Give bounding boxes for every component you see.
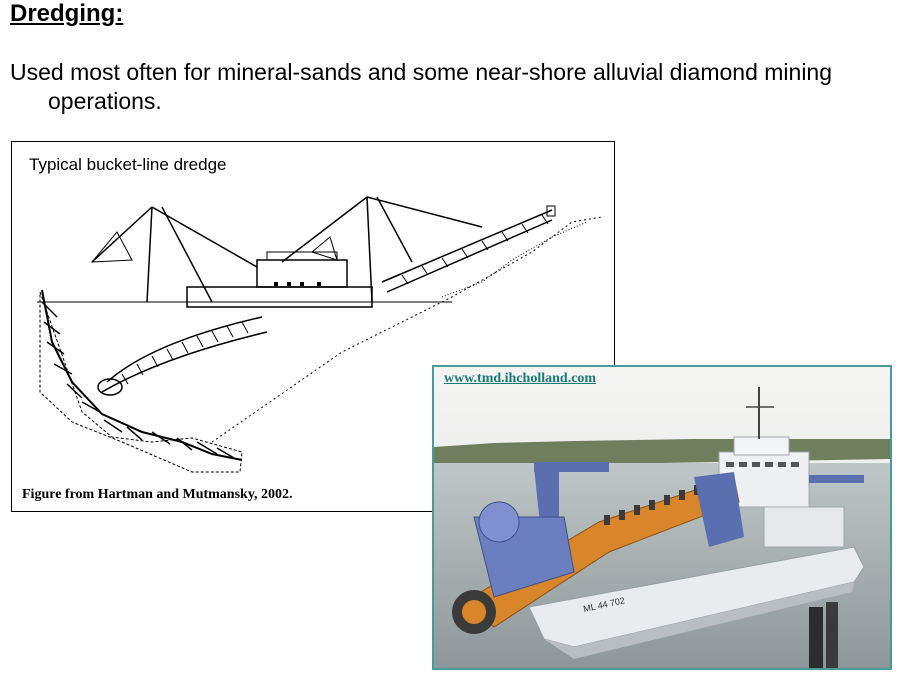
source-website-link[interactable]: www.tmd.ihcholland.com — [444, 371, 597, 386]
figure-caption-source: Figure from Hartman and Mutmansky, 2002. — [22, 487, 293, 502]
slide-body-text: Used most often for mineral-sands and so… — [10, 59, 833, 114]
slide-title: Dredging: — [10, 0, 124, 27]
dredge-diagram-figure: Typical bucket-line dredge Figure from H… — [11, 141, 615, 512]
dredge-photo: ML 44 702 www.tmd.ihcholland.com — [432, 365, 892, 670]
bucket-line-dredge-drawing — [37, 196, 603, 473]
dredge-photo-image: ML 44 702 — [434, 367, 890, 668]
figure-caption-top: Typical bucket-line dredge — [29, 155, 227, 174]
